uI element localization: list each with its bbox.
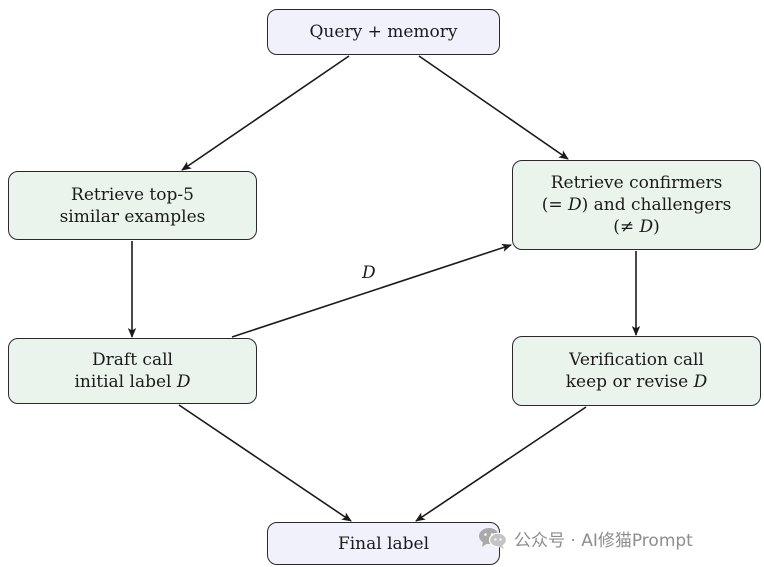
edge-draft-to-final bbox=[178, 404, 352, 522]
edge-label-d: D bbox=[362, 263, 376, 283]
retrieve-confirmers-line3-suffix: ) bbox=[653, 217, 660, 237]
verification-call-node: Verification call keep or revise D bbox=[512, 336, 761, 406]
verification-call-line2-prefix: keep or revise bbox=[565, 372, 694, 392]
retrieve-confirmers-line3: (≠ D) bbox=[613, 216, 660, 238]
final-label-text: Final label bbox=[337, 533, 430, 554]
edge-draft-to-retrieve-confirmers bbox=[231, 243, 512, 338]
retrieve-confirmers-line3-prefix: (≠ bbox=[613, 217, 640, 237]
draft-call-line2-variable: D bbox=[176, 372, 191, 392]
verification-call-line1: Verification call bbox=[569, 350, 704, 370]
verification-call-line2: keep or revise D bbox=[566, 371, 708, 393]
draft-call-line1: Draft call bbox=[92, 350, 173, 370]
final-label-node: Final label bbox=[267, 522, 500, 565]
draft-call-node: Draft call initial label D bbox=[8, 338, 257, 404]
verification-call-line2-variable: D bbox=[693, 372, 708, 392]
retrieve-top5-line1: Retrieve top-5 bbox=[71, 184, 194, 205]
watermark: 公众号 · AI修猫Prompt bbox=[478, 524, 693, 552]
wechat-icon bbox=[479, 528, 508, 549]
edge-query-to-retrieve-confirmers bbox=[418, 55, 569, 160]
query-memory-node: Query + memory bbox=[267, 9, 500, 55]
retrieve-confirmers-line2-suffix: ) and challengers bbox=[581, 195, 732, 215]
draft-call-line2: initial label D bbox=[74, 371, 190, 393]
retrieve-confirmers-line2-prefix: (= bbox=[541, 195, 568, 215]
query-memory-label: Query + memory bbox=[309, 22, 458, 42]
edge-verification-to-final bbox=[415, 406, 587, 522]
edge-query-to-retrieve-top5 bbox=[181, 55, 350, 171]
retrieve-confirmers-node: Retrieve confirmers (= D) and challenger… bbox=[512, 160, 761, 250]
retrieve-top5-node: Retrieve top-5 similar examples bbox=[8, 171, 257, 240]
retrieve-confirmers-line3-variable: D bbox=[639, 217, 654, 237]
watermark-text: 公众号 · AI修猫Prompt bbox=[514, 530, 693, 551]
retrieve-confirmers-line2-variable: D bbox=[567, 195, 582, 215]
draft-call-line2-prefix: initial label bbox=[74, 372, 177, 392]
retrieve-top5-line2: similar examples bbox=[59, 206, 206, 227]
retrieve-confirmers-line1: Retrieve confirmers bbox=[550, 173, 723, 193]
retrieve-confirmers-line2: (= D) and challengers bbox=[542, 194, 732, 216]
